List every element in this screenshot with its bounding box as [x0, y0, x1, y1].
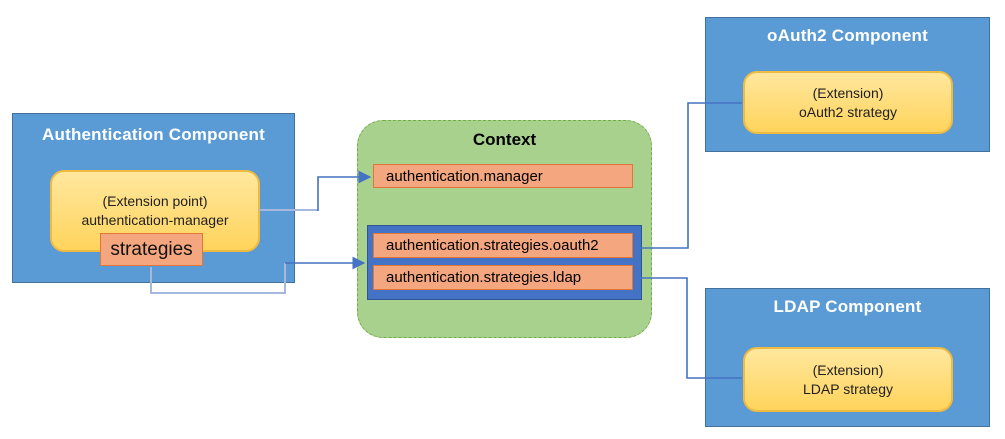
context-title: Context: [472, 130, 537, 149]
extension-point-line2: authentication-manager: [81, 212, 229, 228]
strategies-tag-label: strategies: [110, 238, 193, 260]
context-entry-strategies-ldap: authentication.strategies.ldap: [373, 265, 633, 290]
oauth2-extension-line2: oAuth2 strategy: [798, 103, 898, 120]
context-entry-authentication-manager-label: authentication.manager: [386, 167, 543, 185]
ldap-extension-line1: (Extension): [812, 361, 884, 378]
oauth2-extension-line1: (Extension): [812, 84, 884, 101]
oauth2-extension-box: (Extension) oAuth2 strategy: [743, 71, 953, 134]
ldap-extension-box: (Extension) LDAP strategy: [743, 347, 953, 412]
context-entry-strategies-oauth2: authentication.strategies.oauth2: [373, 233, 633, 258]
context-entry-authentication-manager: authentication.manager: [373, 164, 633, 188]
ldap-component-title: LDAP Component: [773, 297, 922, 316]
extension-point-box: (Extension point) authentication-manager: [50, 170, 260, 252]
authentication-component-title: Authentication Component: [42, 125, 265, 144]
extension-point-line1: (Extension point): [102, 193, 208, 209]
context-entry-strategies-ldap-label: authentication.strategies.ldap: [386, 269, 582, 286]
oauth2-component-title: oAuth2 Component: [767, 26, 928, 45]
context-entry-strategies-oauth2-label: authentication.strategies.oauth2: [386, 237, 599, 254]
ldap-extension-line2: LDAP strategy: [802, 380, 893, 397]
strategies-tag: strategies: [100, 233, 203, 266]
